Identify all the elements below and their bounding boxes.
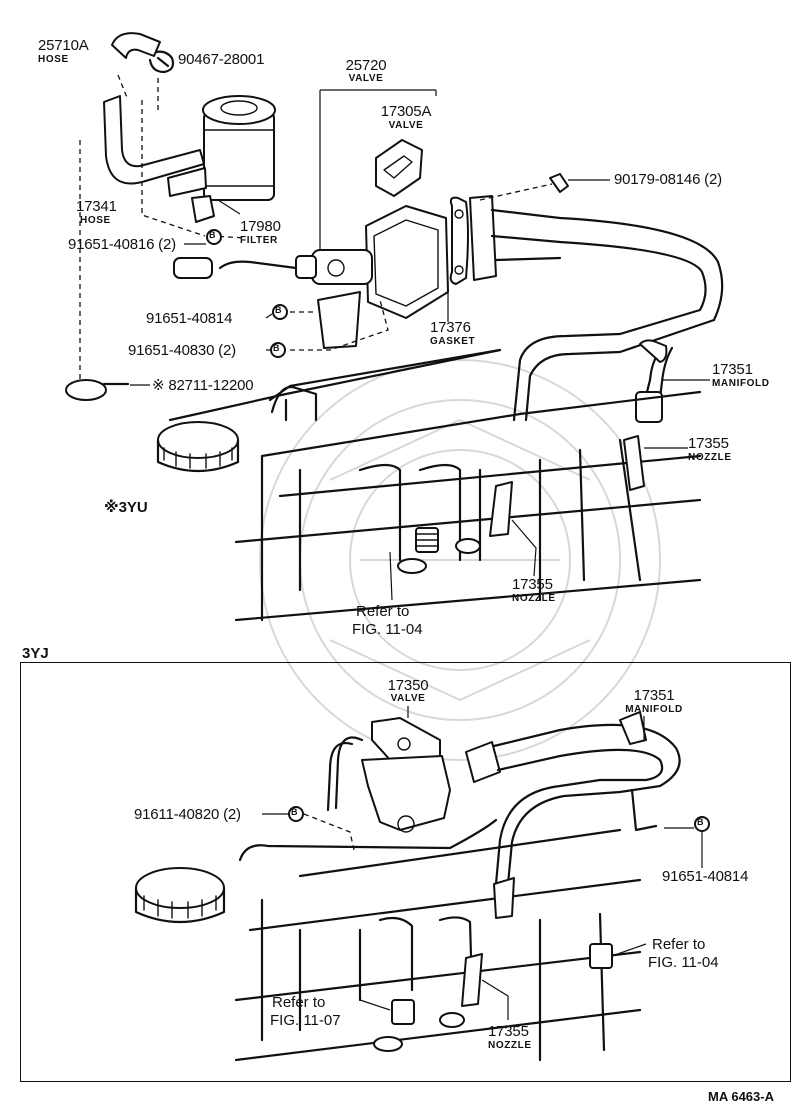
hose-clamp-left [173, 257, 213, 279]
part-number-91651-40816: 91651-40816 (2) [68, 236, 176, 253]
part-number-25720: 25720 [345, 57, 387, 74]
oil-filler-cap-3yj [134, 867, 226, 924]
watermark-emblem [259, 359, 661, 761]
variant-label-3yu: ※3YU [104, 499, 148, 516]
manifold-17351-3yj [465, 711, 681, 886]
part-number-90179: 90179-08146 (2) [614, 171, 722, 188]
bolt-label-3: B [273, 343, 280, 353]
part-name-17355-3yj: NOZZLE [488, 1040, 532, 1051]
part-name-25720: VALVE [348, 73, 384, 84]
part-number-90467: 90467-28001 [178, 51, 265, 68]
part-name-17980: FILTER [240, 235, 278, 246]
part-name-17350: VALVE [390, 693, 426, 704]
part-number-17305a: 17305A [380, 103, 432, 120]
valve-17305a [375, 139, 423, 197]
bolt-label-4: B [291, 807, 298, 817]
reference-fig-11-04-3yj-line2: FIG. 11-04 [648, 954, 719, 971]
part-name-17376: GASKET [430, 336, 476, 347]
bolt-label-5: B [697, 817, 704, 827]
part-number-25710a: 25710A [38, 37, 89, 54]
part-number-17376: 17376 [430, 319, 471, 336]
engine-top-3yu [168, 348, 702, 622]
section-title-3yj: 3YJ [22, 645, 49, 662]
reference-fig-11-04-line1: Refer to [356, 603, 410, 620]
part-name-17355-right: NOZZLE [688, 452, 732, 463]
engine-top-3yj [234, 818, 642, 1062]
air-nipple-3yu [397, 527, 481, 574]
reference-fig-11-04-line2: FIG. 11-04 [352, 621, 423, 638]
clip-90467 [148, 50, 175, 74]
part-number-91651-3yj: 91651-40814 [662, 868, 749, 885]
part-number-82711: ※ 82711-12200 [152, 377, 254, 394]
hose-17341 [103, 95, 205, 185]
part-number-91611: 91611-40820 (2) [134, 806, 241, 823]
manifold-17351 [469, 195, 724, 423]
reference-fig-11-07-line1: Refer to [272, 994, 326, 1011]
part-name-17351: MANIFOLD [712, 378, 770, 389]
valve-17350 [326, 717, 451, 833]
bolt-symbol-91611 [288, 806, 304, 822]
clamp-82711 [65, 379, 130, 401]
reference-fig-11-07-line2: FIG. 11-07 [270, 1012, 341, 1029]
part-number-17341: 17341 [76, 198, 117, 215]
bolt-symbol-91651 [694, 816, 710, 832]
oil-filler-cap-3yu [156, 421, 240, 473]
nozzle-17355-center [489, 481, 513, 537]
part-number-17355-right: 17355 [688, 435, 729, 452]
hose-25710a [111, 32, 161, 59]
part-name-25710a: HOSE [38, 54, 69, 65]
part-name-17305a: VALVE [388, 120, 424, 131]
part-number-17351-3yj: 17351 [633, 687, 675, 704]
gasket-17376 [449, 196, 469, 285]
part-number-17355-3yj: 17355 [488, 1023, 529, 1040]
valve-25720 [295, 205, 449, 349]
bolt-label-1: B [209, 230, 216, 240]
part-name-17351-3yj: MANIFOLD [625, 704, 683, 715]
part-number-17350: 17350 [387, 677, 429, 694]
clip-90179 [549, 173, 569, 193]
bolt-symbols-top [206, 229, 288, 358]
part-number-17355-center: 17355 [512, 576, 553, 593]
filter-17980 [167, 95, 276, 223]
part-name-17341: HOSE [80, 215, 111, 226]
reference-fig-11-04-3yj-line1: Refer to [652, 936, 706, 953]
part-number-17980: 17980 [240, 218, 281, 235]
part-number-91651-40814: 91651-40814 [146, 310, 233, 327]
bolt-label-2: B [275, 305, 282, 315]
part-number-91651-40830: 91651-40830 (2) [128, 342, 236, 359]
part-name-17355-center: NOZZLE [512, 593, 556, 604]
section-frame-3yj [20, 662, 791, 1082]
nozzle-17355-3yj [461, 877, 515, 1007]
nozzle-17355-right [623, 435, 645, 491]
part-number-17351: 17351 [712, 361, 753, 378]
figure-code: MA 6463-A [708, 1089, 774, 1104]
